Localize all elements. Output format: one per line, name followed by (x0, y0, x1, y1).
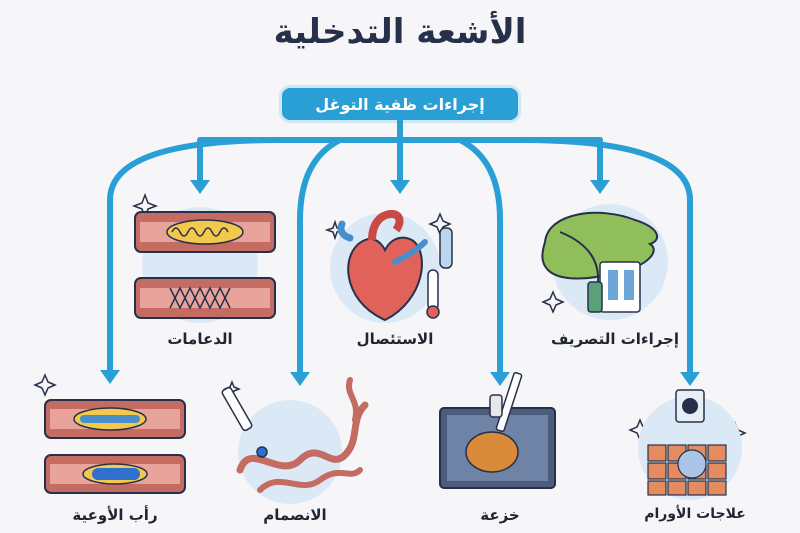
arrowhead-drainage (590, 180, 610, 194)
label-embolization: الانصمام (263, 506, 327, 524)
arrowhead-angioplasty (100, 370, 120, 384)
sparkle-icon (541, 290, 565, 314)
arrow-embolization (297, 137, 343, 375)
biopsy-needle-icon (439, 372, 556, 489)
arrowhead-ablation (390, 180, 410, 194)
arrow-biopsy (457, 137, 503, 375)
label-stents: الدعامات (167, 330, 233, 348)
heart-icon (330, 209, 453, 323)
arrow-heads (100, 180, 700, 386)
stent-icon (134, 207, 276, 323)
arrowhead-biopsy (490, 372, 510, 386)
connector-arrows (107, 118, 693, 375)
catheter-icon (221, 377, 369, 504)
balloon-vessel-icon (44, 399, 186, 494)
page-title: الأشعة التدخلية (273, 12, 527, 52)
arrow-tumor (517, 137, 693, 375)
arrowhead-tumor (680, 372, 700, 386)
label-biopsy: خزعة (480, 506, 520, 524)
radiation-icon (638, 389, 742, 500)
procedures-banner: إجراءات ظفية التوغل (282, 88, 518, 120)
arrow-angioplasty (107, 137, 283, 373)
arrowhead-embolization (290, 372, 310, 386)
sparkle-icon (33, 373, 57, 397)
label-drainage: إجراءات التصريف (550, 330, 680, 348)
label-tumor: علاجات الأورام (644, 506, 746, 522)
label-ablation: الاستئصال (356, 330, 434, 348)
label-angioplasty: رأب الأوعية (72, 506, 158, 524)
arrowhead-stents (190, 180, 210, 194)
liver-icon (541, 204, 668, 320)
procedures-banner-text: إجراءات ظفية التوغل (315, 94, 485, 114)
